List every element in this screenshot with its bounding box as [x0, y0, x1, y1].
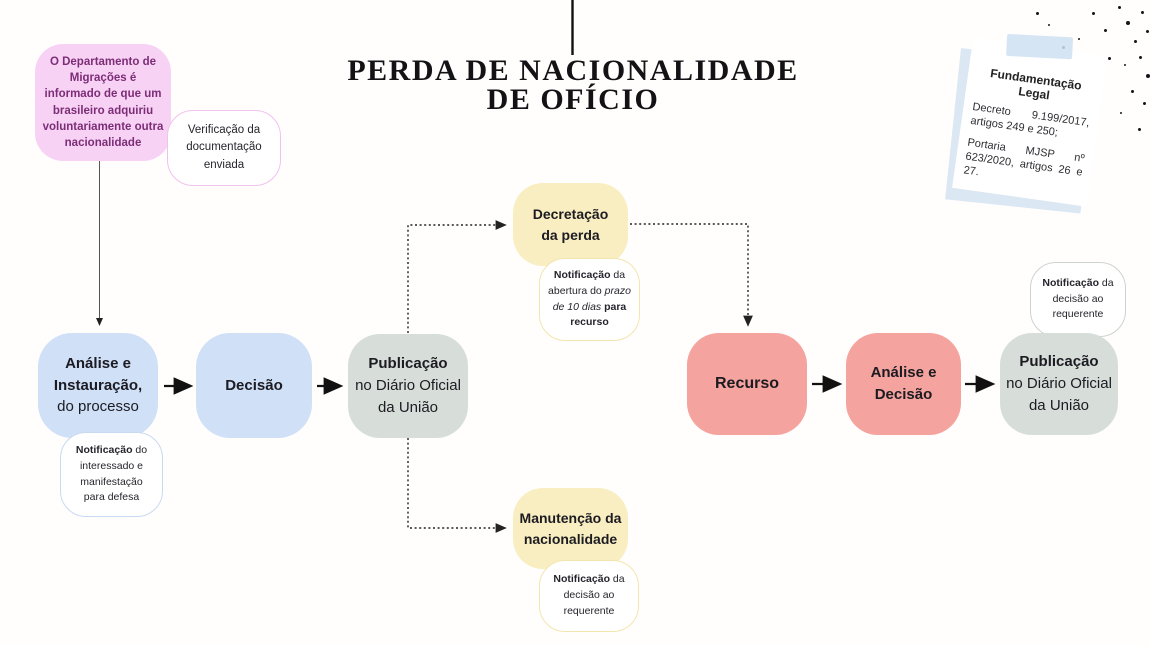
dashed-publicacao-manutencao	[407, 438, 507, 533]
box-text-regular: no Diário Oficial	[355, 377, 461, 395]
flow-box-manutencao-nacionalidade: Manutenção da nacionalidade	[513, 488, 628, 569]
bubble-text: Notificação do interessado e manifestaçã…	[75, 444, 148, 504]
page-title: PERDA DE NACIONALIDADE DE OFÍCIO	[338, 54, 808, 117]
bubble-verificacao-text: Verificação da documentação enviada	[186, 124, 262, 171]
legal-note-paper: Fundamentação Legal Decreto 9.199/2017, …	[952, 33, 1108, 207]
box-text-bold: da perda	[541, 226, 600, 243]
flow-box-analise-instauracao: Análise e Instauração, do processo	[38, 333, 158, 438]
box-text-bold: Instauração,	[53, 376, 143, 394]
box-text-regular: do processo	[57, 398, 139, 416]
box-text-bold: nacionalidade	[523, 530, 618, 547]
box-text-bold: Análise e	[870, 363, 937, 381]
box-text-bold: Publicação	[1019, 353, 1099, 371]
page-title-line2: DE OFÍCIO	[486, 83, 660, 117]
bubble-text: Notificação da abertura do prazo de 10 d…	[548, 269, 631, 329]
legal-note: Fundamentação Legal Decreto 9.199/2017, …	[945, 33, 1108, 214]
box-text-bold: Decisão	[225, 376, 283, 394]
start-box-departamento-migracoes: O Departamento de Migrações é informado …	[35, 44, 171, 161]
bubble-verificacao: Verificação da documentação enviada	[167, 110, 281, 186]
flow-box-decisao: Decisão	[196, 333, 312, 438]
bubble-text: Notificação da decisão ao requerente	[553, 573, 625, 617]
dashed-publicacao-decretacao	[407, 220, 507, 333]
bubble-notificacao-interessado: Notificação do interessado e manifestaçã…	[60, 432, 163, 517]
flow-box-analise-decisao: Análise e Decisão	[846, 333, 961, 435]
tape-decoration	[1006, 33, 1074, 60]
start-box-text: O Departamento de Migrações é informado …	[42, 55, 164, 150]
box-text-regular: da União	[377, 398, 439, 416]
box-text-bold: Manutenção da	[519, 509, 622, 526]
dashed-decretacao-recurso	[630, 223, 753, 327]
box-text-regular: no Diário Oficial	[1006, 375, 1112, 393]
bubble-notificacao-prazo-recurso: Notificação da abertura do prazo de 10 d…	[539, 258, 640, 341]
box-text-bold: Decisão	[874, 386, 933, 403]
legal-note-line2: Portaria MJSP nº 623/2020, artigos 26 e …	[962, 136, 1086, 179]
box-text-bold: Análise e	[65, 354, 131, 372]
bubble-notificacao-decisao-requerente-direita: Notificação da decisão ao requerente	[1030, 262, 1126, 337]
page-title-line1: PERDA DE NACIONALIDADE	[347, 54, 799, 87]
bubble-notificacao-decisao-requerente-baixo: Notificação da decisão ao requerente	[539, 560, 639, 632]
flow-box-publicacao-dou-1: Publicação no Diário Oficial da União	[348, 334, 468, 438]
box-text-bold: Publicação	[368, 355, 448, 373]
box-text-bold: Decretação	[532, 205, 609, 222]
box-text-bold: Recurso	[714, 375, 780, 392]
flow-box-decretacao-perda: Decretação da perda	[513, 183, 628, 266]
box-text-regular: da União	[1028, 396, 1090, 414]
flow-box-recurso: Recurso	[687, 333, 807, 435]
flow-box-publicacao-dou-2: Publicação no Diário Oficial da União	[1000, 333, 1118, 435]
bubble-text: Notificação da decisão ao requerente	[1042, 276, 1114, 321]
